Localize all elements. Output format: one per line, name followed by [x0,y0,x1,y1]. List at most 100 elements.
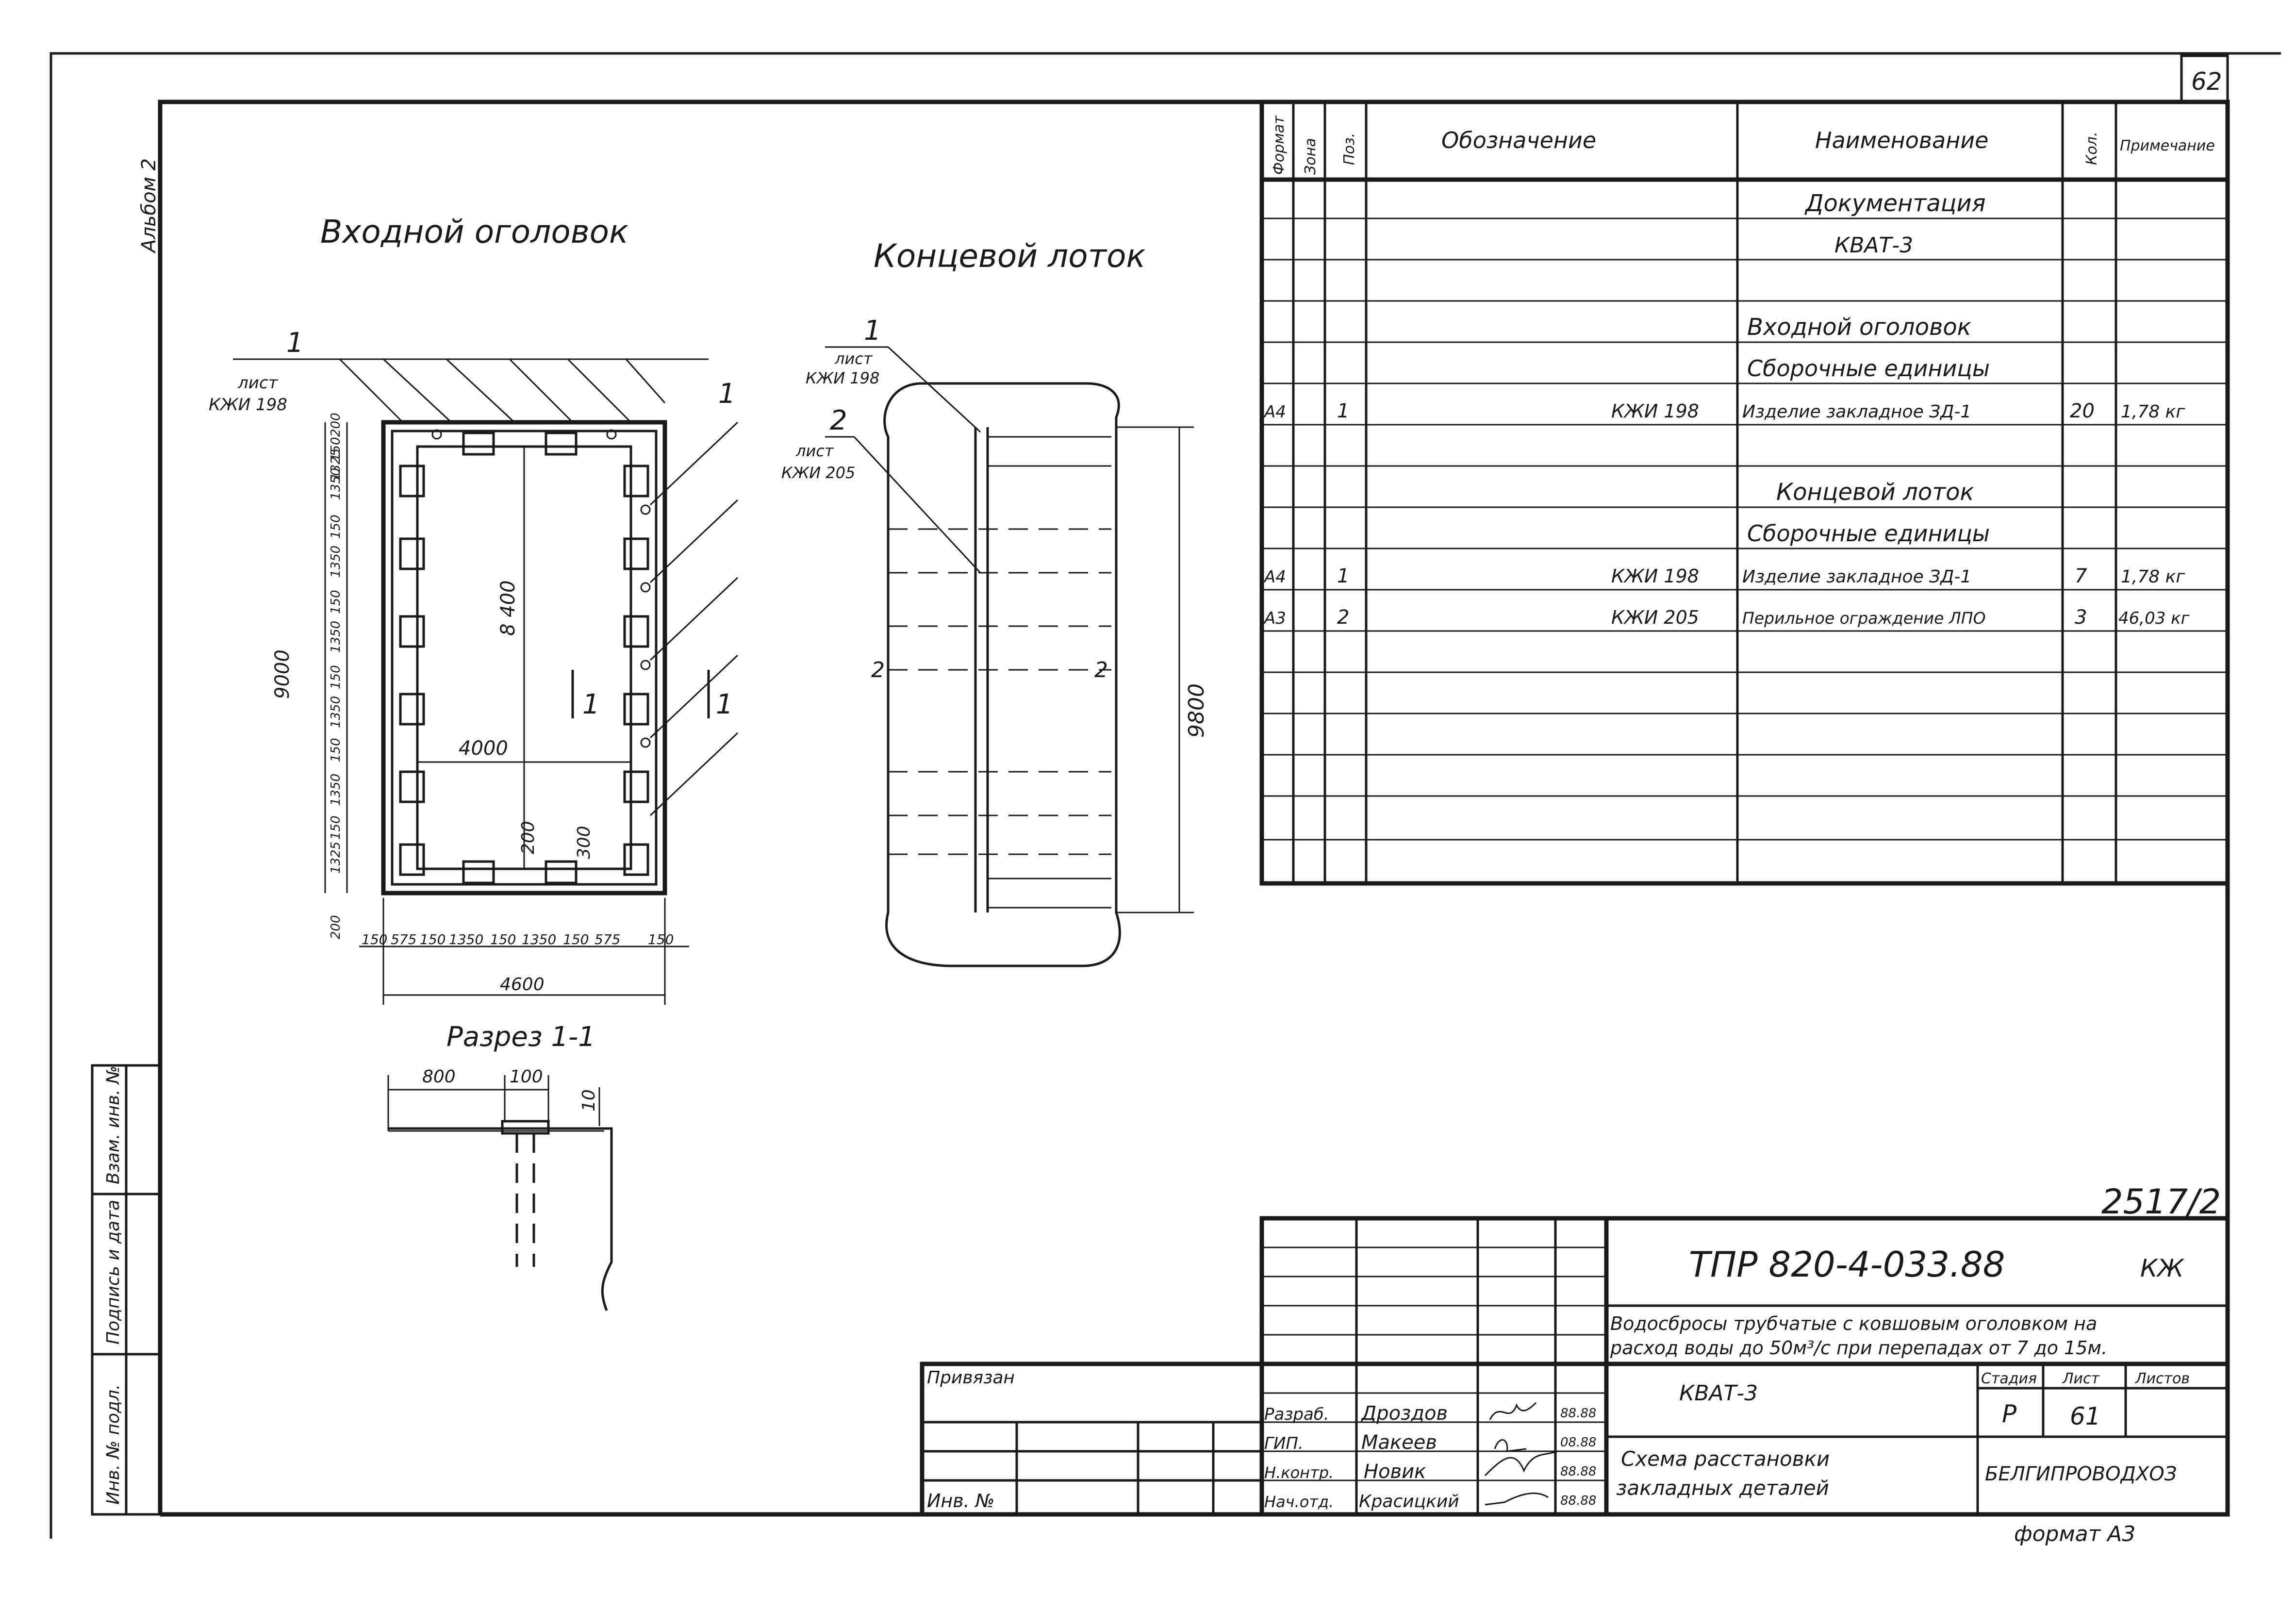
inlet-bottom-chain-6: 150 [563,931,589,947]
inlet-dim-300: 300 [574,826,594,859]
end-tray-title: Концевой лоток [874,237,1145,275]
inlet-left-chain-7: 1325 [329,448,343,481]
spec-row-10-designation: КЖИ 205 [1611,607,1699,628]
section-dim-100: 100 [510,1067,543,1087]
inlet-callout-left-num: 1 [286,327,304,359]
inlet-dim-200: 200 [518,821,538,854]
spec-row-8-name: Сборочные единицы [1747,520,1990,547]
end-tray-dim-height: 9800 [1184,683,1209,738]
inlet-left-chain-small-1: 150 [329,738,343,762]
spec-row-5-format: А4 [1263,402,1286,422]
section-view [387,1075,613,1311]
sheet-value: 61 [2070,1402,2101,1430]
side-stamp-inv-podl: Инв. № подл. [103,1384,123,1505]
spec-row-9-name: Изделие закладное ЗД-1 [1742,567,1971,587]
inlet-left-chain-5: 1350 [329,546,343,578]
end-tray-callout-2-sheet-2: КЖИ 205 [781,464,855,482]
spec-row-9-pos: 1 [1337,565,1349,587]
privyazan-label: Привязан [927,1368,1015,1388]
end-tray-callout-1-num: 1 [864,315,881,347]
sheet-label: Лист [2062,1370,2100,1387]
doc-description-2: расход воды до 50м³/с при перепадах от 7… [1610,1337,2107,1359]
end-tray-plan [825,346,1194,967]
inlet-left-chain-8: 200 [329,413,343,437]
inlet-bottom-chain-0: 150 [362,931,387,947]
spec-row-10-name: Перильное ограждение ЛПО [1742,609,1986,628]
organization: БЕЛГИПРОВОДХОЗ [1985,1463,2177,1485]
side-stamp-vzam: Взам. инв. № [103,1066,123,1184]
inlet-left-chain-2: 1350 [329,774,343,806]
stage-value: Р [2002,1400,2017,1428]
inlet-bottom-chain-5: 1350 [522,931,556,947]
role-3-name: Красицкий [1359,1492,1459,1511]
inlet-dim-inner-width: 4000 [459,737,508,760]
inlet-left-dim-chain: 200 1325 1350 1350 1350 1350 1350 1325 2… [329,413,343,939]
spec-row-7-name: Концевой лоток [1776,479,1974,506]
inv-no-label: Инв. № [927,1490,994,1511]
inlet-left-chain-small-5: 150 [329,437,343,461]
role-0-name: Дроздов [1360,1402,1448,1425]
drawing-name-2: закладных деталей [1616,1476,1829,1500]
inlet-dim-inner-height: 8 400 [497,580,519,636]
end-tray-callout-1-sheet-2: КЖИ 198 [806,369,879,387]
spec-row-10-format: А3 [1263,609,1286,628]
inlet-dim-total-width: 4600 [500,975,545,995]
role-1: ГИП. [1264,1434,1304,1453]
spec-row-5-note: 1,78 кг [2121,402,2185,422]
doc-description-1: Водосбросы трубчатые с ковшовым оголовко… [1610,1313,2097,1334]
inlet-left-chain-6: 1350 [329,468,343,500]
inlet-plan [233,358,739,1005]
inlet-title: Входной оголовок [320,213,628,250]
stage-label: Стадия [1981,1370,2037,1387]
inlet-left-chain-0: 200 [329,915,343,939]
role-0-date: 88.88 [1560,1406,1596,1421]
inlet-bottom-chain-2: 150 [420,931,446,947]
sheets-label: Листов [2135,1370,2190,1387]
inlet-callout-right-num: 1 [718,378,736,410]
inlet-left-chain-1: 1325 [329,842,343,874]
role-1-name: Макеев [1361,1431,1437,1454]
inlet-left-chain-small-0: 150 [329,815,343,840]
end-tray-callout-2-sheet-1: лист [795,442,834,460]
inlet-callout-left-sheet-1: лист [237,373,279,393]
inlet-left-chain-small-2: 150 [329,665,343,689]
signatures [1484,1402,1558,1506]
inlet-bottom-chain-1: 575 [391,931,416,947]
side-stamp-podpis: Подпись и дата [103,1200,123,1344]
spec-row-0-name: Документация [1804,190,1986,217]
role-2-name: Новик [1364,1461,1426,1483]
spec-row-5-name: Изделие закладное ЗД-1 [1742,402,1971,422]
inlet-bottom-chain-4: 150 [490,931,516,947]
section-title: Разрез 1-1 [446,1021,595,1053]
spec-row-9-qty: 7 [2075,565,2087,587]
inlet-bottom-dim-chain: 150 575 150 1350 150 1350 150 575 150 [362,931,674,947]
role-2: Н.контр. [1264,1463,1334,1482]
spec-row-10-note: 46,03 кг [2118,609,2190,628]
spec-row-1-name: КВАТ-3 [1834,233,1913,258]
inlet-left-chain-4: 1350 [329,621,343,653]
inlet-section-mark-b: 1 [716,689,733,720]
side-stamp [91,1064,162,1516]
spec-row-9-designation: КЖИ 198 [1611,565,1699,587]
section-dim-800: 800 [422,1067,456,1087]
inlet-bottom-chain-3: 1350 [449,931,483,947]
spec-header-note: Примечание [2120,137,2215,154]
inlet-left-chain-3: 1350 [329,696,343,728]
spec-row-3-name: Входной оголовок [1747,314,1971,341]
spec-header-zone: Зона [1302,138,1319,175]
drawing-name-1: Схема расстановки [1621,1447,1830,1471]
project-name: КВАТ-3 [1679,1381,1758,1406]
doc-code: ТПР 820-4-033.88 [1689,1244,2005,1285]
inlet-left-chain-small-4: 150 [329,515,343,539]
end-tray-callout-1-sheet-1: лист [834,349,873,368]
inlet-bottom-chain-7: 575 [595,931,620,947]
spec-row-5-qty: 20 [2070,400,2095,422]
spec-header-format: Формат [1271,115,1288,175]
inlet-bottom-chain-8: 150 [648,931,674,947]
role-3: Нач.отд. [1264,1493,1334,1511]
inlet-callout-left-sheet-2: КЖИ 198 [209,395,287,415]
end-tray-section-left: 2 [871,658,885,682]
corner-code: 2517/2 [2101,1182,2221,1222]
section-dim-10: 10 [579,1089,599,1112]
